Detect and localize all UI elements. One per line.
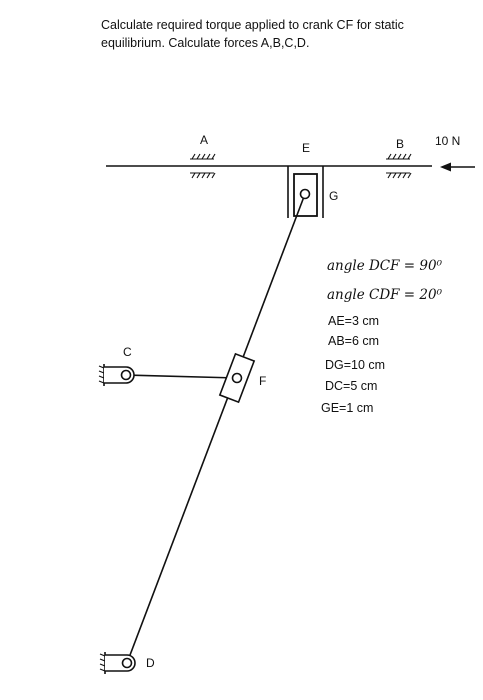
force-arrow (440, 162, 475, 172)
angle-cdf: angle CDF = 20⁰ (327, 287, 443, 303)
angle-dcf: angle DCF = 90⁰ (327, 258, 443, 274)
dim-dg: DG=10 cm (325, 358, 385, 372)
pin-g (299, 188, 311, 200)
force-label: 10 N (435, 134, 460, 148)
label-c: C (123, 345, 132, 359)
dim-ab: AB=6 cm (328, 334, 379, 348)
label-b: B (396, 137, 404, 151)
label-d: D (146, 656, 155, 670)
problem-statement: Calculate required torque applied to cra… (101, 18, 404, 50)
label-g: G (329, 189, 338, 203)
pin-f (231, 372, 243, 384)
crank-cf (125, 374, 238, 379)
label-a: A (200, 133, 208, 147)
link-dg (126, 193, 306, 664)
dim-ge: GE=1 cm (321, 401, 373, 415)
pivot-c (98, 364, 135, 386)
label-f: F (259, 374, 266, 388)
label-e: E (302, 141, 310, 155)
guide-b (386, 153, 412, 179)
dim-dc: DC=5 cm (325, 379, 377, 393)
guide-a (190, 153, 216, 179)
pivot-d (99, 652, 136, 674)
dim-ae: AE=3 cm (328, 314, 379, 328)
